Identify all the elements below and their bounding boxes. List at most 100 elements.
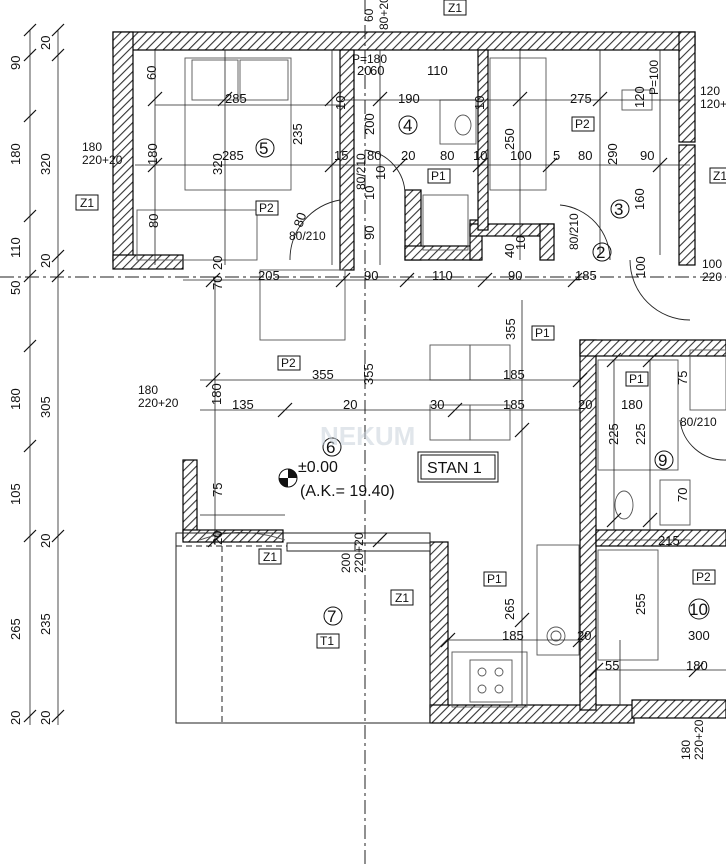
dim-left-inner-1: 320 xyxy=(38,153,53,175)
door-labels: 80/210 80/210 80/210 80/210 xyxy=(289,153,717,429)
dim-int-35: 90 xyxy=(364,268,378,283)
level-text: ±0.00 xyxy=(298,459,338,476)
dim-int-43: 185 xyxy=(503,367,525,382)
dim-left-outer-1: 180 xyxy=(8,143,23,165)
terrace xyxy=(175,532,431,724)
dim-int-45: 180 xyxy=(209,383,224,405)
unit-name: STAN 1 xyxy=(427,460,482,477)
room-2-number: 2 xyxy=(596,243,605,262)
window-label-2: 200220+20 xyxy=(339,532,366,573)
dim-int-31: 40 xyxy=(502,244,517,258)
wall-tag-3: Z1 xyxy=(263,550,277,564)
dim-left-outer-7: 20 xyxy=(8,711,23,725)
door-swings xyxy=(289,149,726,461)
dim-int-59: 215 xyxy=(658,533,680,548)
dim-int-51: 180 xyxy=(621,397,643,412)
dim-left-inner-5: 235 xyxy=(38,613,53,635)
dim-int-18: 100 xyxy=(510,148,532,163)
dim-int-0: 60 xyxy=(144,66,159,80)
room-4-floor: P1 xyxy=(431,169,446,183)
dim-left-inner-6: 20 xyxy=(38,711,53,725)
dim-int-64: 300 xyxy=(688,628,710,643)
dim-int-28: 90 xyxy=(362,226,377,240)
room-3-floor: P2 xyxy=(575,117,590,131)
dim-int-8: 275 xyxy=(570,91,592,106)
window-label-3: 180220+20 xyxy=(679,719,706,760)
level-marker: ±0.00 (A.K.= 19.40) xyxy=(278,459,395,500)
dim-int-62: 185 xyxy=(502,628,524,643)
dim-int-33: 20 xyxy=(210,256,225,270)
dim-int-26: 10 xyxy=(362,186,377,200)
dim-int-52: 225 xyxy=(606,423,621,445)
dim-int-55: 20 xyxy=(210,531,225,545)
room-9-floor: P1 xyxy=(629,372,644,386)
interior-dimensions: 60 20 60 110 285 10 190 10 275 120 235 2… xyxy=(144,63,710,673)
door-label-0: 80/210 xyxy=(289,229,326,243)
dim-int-24: 320 xyxy=(210,153,225,175)
dim-int-38: 185 xyxy=(575,268,597,283)
dim-int-57: 75 xyxy=(675,371,690,385)
dim-int-54: 75 xyxy=(210,483,225,497)
dim-top-60: 60 xyxy=(362,8,376,22)
dim-left-outer-3: 50 xyxy=(8,281,23,295)
unit-label: STAN 1 xyxy=(417,451,499,483)
dim-int-50: 20 xyxy=(578,397,592,412)
room-7-floor: T1 xyxy=(320,634,334,648)
dim-int-56: 355 xyxy=(361,363,376,385)
dim-int-63: 20 xyxy=(577,628,591,643)
dim-int-27: 160 xyxy=(632,188,647,210)
door-label-3: 80/210 xyxy=(680,415,717,429)
dim-left-outer-6: 265 xyxy=(8,618,23,640)
wall-tag-4: Z1 xyxy=(395,591,409,605)
wall-tag-0: Z1 xyxy=(448,1,462,15)
dim-int-13: 15 xyxy=(334,148,348,163)
dim-int-19: 5 xyxy=(553,148,560,163)
dim-int-29: 80 xyxy=(146,214,161,228)
dim-left-outer-5: 105 xyxy=(8,483,23,505)
dim-int-2: 60 xyxy=(370,63,384,78)
dim-int-61: 265 xyxy=(502,598,517,620)
window-label-5: P=100 xyxy=(647,60,661,95)
dim-int-30: 80 xyxy=(291,211,310,229)
dim-int-42: 355 xyxy=(503,318,518,340)
wall-tags: Z1 Z1 Z1 Z1 Z1 xyxy=(75,0,726,606)
dim-int-11: 200 xyxy=(362,113,377,135)
furniture-lines xyxy=(136,57,726,708)
dim-int-16: 80 xyxy=(440,148,454,163)
dim-int-36: 110 xyxy=(432,268,453,283)
room-10-number: 10 xyxy=(689,600,708,619)
dim-int-32: 10 xyxy=(513,236,528,250)
dim-int-60: 255 xyxy=(633,593,648,615)
room-10-floor: P2 xyxy=(696,570,711,584)
dim-left-inner-3: 305 xyxy=(38,396,53,418)
dim-int-22: 90 xyxy=(640,148,654,163)
dim-int-1: 20 xyxy=(357,63,371,78)
room-5-floor: P2 xyxy=(259,201,274,215)
dim-int-10: 235 xyxy=(290,123,305,145)
room-4-number: 4 xyxy=(403,116,412,135)
dim-int-9: 120 xyxy=(632,86,647,108)
room-9-number: 9 xyxy=(658,451,667,470)
dim-int-34: 205 xyxy=(258,268,280,283)
dim-int-6: 190 xyxy=(398,91,420,106)
dim-int-12: 250 xyxy=(502,128,517,150)
room-5-number: 5 xyxy=(259,139,268,158)
room-6-floor: P2 xyxy=(281,356,296,370)
dim-left-outer-2: 110 xyxy=(8,237,23,258)
room-7-number: 7 xyxy=(327,607,336,626)
door-label-2: 80/210 xyxy=(567,213,581,250)
dim-int-46: 135 xyxy=(232,397,254,412)
room-2-floor: P1 xyxy=(535,326,550,340)
dim-left-outer-4: 180 xyxy=(8,388,23,410)
dim-int-23: 285 xyxy=(222,148,244,163)
room-labels: 5 P2 4 P1 3 P2 2 P1 6 P2 9 P1 10 P2 7 T1… xyxy=(255,115,716,649)
dim-int-58: 70 xyxy=(675,488,690,502)
dim-int-41: 355 xyxy=(312,367,334,382)
dim-left-outer-0: 90 xyxy=(8,56,23,70)
